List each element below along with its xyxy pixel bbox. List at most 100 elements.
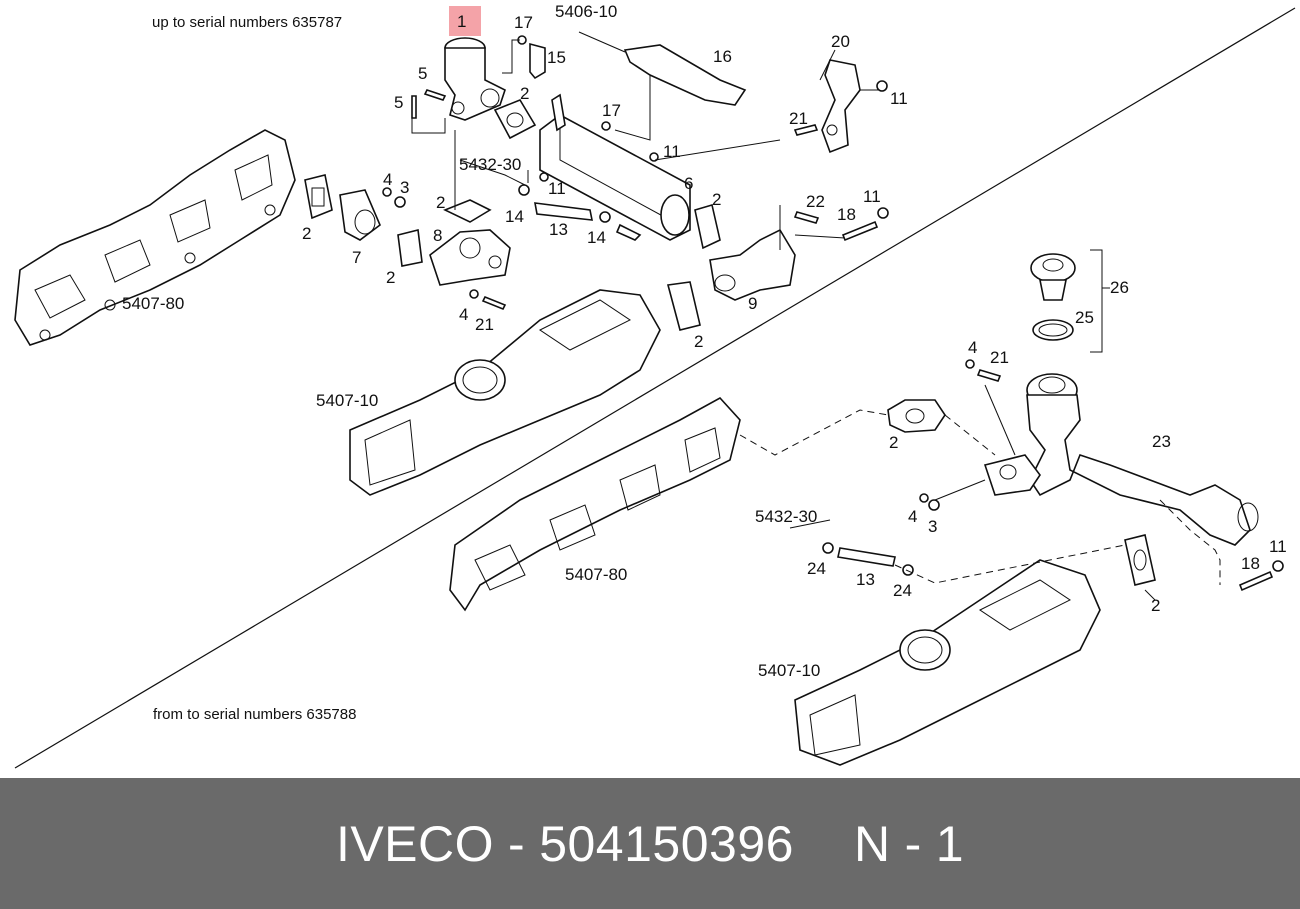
gasket-2-right [1124,534,1156,586]
callout-4: 4 [459,305,468,324]
callout-4: 4 [383,170,392,189]
washer-4 [382,187,392,197]
callout-8: 8 [433,226,442,245]
gasket-2-lower [666,281,701,331]
part-number: 504150396 [539,815,794,872]
hose-13a [534,202,593,221]
callout-5407-10: 5407-10 [758,661,820,680]
callout-22: 22 [806,192,825,211]
ring-24a [822,542,834,554]
bolt-5b [411,95,417,119]
position-separator: - [904,815,922,872]
clamp-17b [601,121,611,131]
callout-5406-10: 5406-10 [555,2,617,21]
brand-name: IVECO [335,815,495,872]
pipe-16 [623,44,747,106]
nut-11b [539,172,549,182]
callout-24: 24 [807,559,826,578]
position-number: 1 [935,815,965,872]
callout-25: 25 [1075,308,1094,327]
callout-17: 17 [602,101,621,120]
nut-11e [1272,560,1284,572]
callout-5407-80: 5407-80 [565,565,627,584]
bolt-21a [793,124,819,136]
note-top: up to serial numbers 635787 [152,14,342,31]
gasket-2-small [397,229,423,267]
callout-5: 5 [394,93,403,112]
callout-21: 21 [789,109,808,128]
section-divider-line [14,7,1296,769]
gasket-2-flange [443,199,492,223]
washer-4b [469,289,479,299]
valve-26 [1030,253,1076,301]
nut-3b [928,499,940,511]
bracket-20 [821,59,861,154]
nut-11c [876,80,888,92]
callout-9: 9 [748,294,757,313]
callout-5432-30: 5432-30 [755,507,817,526]
callout-24: 24 [893,581,912,600]
pipe-stub [615,223,642,241]
footer-separator: - [508,815,526,872]
callout-14: 14 [587,228,606,247]
egr-valve-1 [444,37,506,121]
callout-2: 2 [386,268,395,287]
callout-4: 4 [968,338,977,357]
ring-14b [599,211,611,223]
callout-26: 26 [1110,278,1129,297]
egr-cooler-6 [539,93,691,241]
callout-15: 15 [547,48,566,67]
callout-11: 11 [1269,537,1287,556]
stud-18b [1238,570,1274,592]
callout-11: 11 [863,187,881,206]
egr-pipe-23 [1026,373,1259,546]
callout-5407-10: 5407-10 [316,391,378,410]
stud-18a [841,220,879,242]
nut-11a [649,152,659,162]
bolt-22 [793,211,820,224]
callout-2: 2 [436,193,445,212]
callout-11: 11 [548,179,566,198]
callout-2: 2 [712,190,721,209]
callout-18: 18 [1241,554,1260,573]
note-bottom: from to serial numbers 635788 [153,706,356,723]
intake-manifold-upper [14,129,296,346]
intake-manifold-lower [449,396,741,612]
callout-11: 11 [663,142,681,161]
callout-20: 20 [831,32,850,51]
callout-16: 16 [713,47,732,66]
callout-13: 13 [856,570,875,589]
ring-24b [902,564,914,576]
highlight-box [449,6,481,36]
callout-6: 6 [684,174,693,193]
callout-5: 5 [418,64,427,83]
callout-2: 2 [302,224,311,243]
ring-25 [1032,319,1074,341]
callout-18: 18 [837,205,856,224]
bolt-21b [481,295,507,311]
bolt-21c [976,369,1002,382]
gasket-2-mid [887,399,946,433]
nut-3 [394,196,406,208]
callout-1[interactable]: 1 [457,12,466,31]
callout-3: 3 [928,517,937,536]
pipe-9 [709,228,796,301]
hose-13b [837,547,896,567]
callout-11: 11 [890,89,908,108]
callout-2: 2 [520,84,529,103]
callout-7: 7 [352,248,361,267]
nut-11d [877,207,889,219]
callout-21: 21 [475,315,494,334]
callout-2: 2 [889,433,898,452]
gasket-2-pipe [983,454,1041,496]
hose-15 [529,42,546,80]
position-prefix: N [853,815,891,872]
exploded-view-drawing: up to serial numbers 635787 from to seri… [14,2,1296,769]
callout-21: 21 [990,348,1009,367]
exhaust-manifold-lower [794,559,1101,766]
gasket-2-cooler [694,203,721,250]
callout-17: 17 [514,13,533,32]
exhaust-manifold-upper [349,289,661,496]
callout-14: 14 [505,207,524,226]
washer-4d [919,493,929,503]
